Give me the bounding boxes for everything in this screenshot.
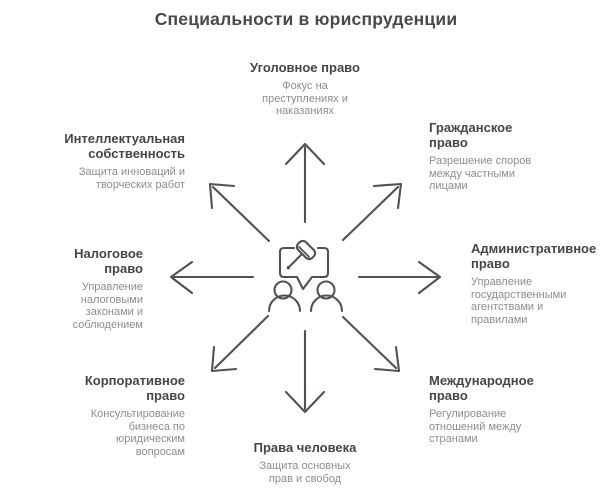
node-label: Гражданское право — [429, 120, 513, 150]
arrow-up-icon — [284, 142, 326, 224]
node-label: Административное право — [471, 241, 597, 271]
node-civil-law: Гражданское право Разрешение споров межд… — [429, 120, 549, 193]
node-human-rights: Права человека Защита основных прав и св… — [237, 440, 373, 485]
node-intellectual-property: Интеллектуальная собственность Защита ин… — [53, 131, 185, 191]
person-right-icon — [309, 280, 344, 313]
node-international-law: Международное право Регулирование отноше… — [429, 373, 549, 446]
arrow-down-left-icon — [210, 314, 270, 373]
node-label: Налоговое право — [74, 246, 143, 276]
node-label: Уголовное право — [250, 60, 360, 75]
gavel-speech-bubble-with-people-icon — [267, 239, 344, 313]
node-description: Защита инноваций и творческих работ — [78, 166, 185, 191]
person-left-icon — [267, 280, 302, 313]
arrow-down-right-icon — [341, 315, 401, 373]
node-description: Управление налоговыми законами и соблюде… — [72, 281, 143, 331]
node-description: Фокус на преступлениях и наказаниях — [262, 80, 348, 117]
arrow-left-icon — [169, 260, 255, 295]
node-corporate-law: Корпоративное право Консультирование биз… — [65, 373, 185, 458]
node-tax-law: Налоговое право Управление налоговыми за… — [33, 246, 143, 331]
arrow-down-icon — [284, 329, 326, 414]
page-title: Специальности в юриспруденции — [154, 9, 458, 29]
node-label: Международное право — [429, 373, 534, 403]
node-description: Регулирование отношений между странами — [429, 408, 522, 445]
node-description: Консультирование бизнеса по юридическим … — [90, 408, 185, 458]
node-label: Интеллектуальная собственность — [64, 131, 185, 161]
arrow-up-left-icon — [208, 182, 271, 243]
node-description: Управление государственными агентствами … — [471, 276, 567, 326]
arrow-right-icon — [357, 260, 442, 295]
node-administrative-law: Административное право Управление госуда… — [471, 241, 603, 326]
arrow-up-right-icon — [341, 182, 403, 242]
node-label: Права человека — [253, 440, 357, 455]
node-criminal-law: Уголовное право Фокус на преступлениях и… — [237, 60, 373, 118]
node-label: Корпоративное право — [84, 373, 185, 403]
node-description: Разрешение споров между частными лицами — [429, 155, 532, 192]
speech-bubble-icon — [278, 246, 330, 291]
gavel-icon — [286, 239, 317, 270]
node-description: Защита основных прав и свобод — [259, 460, 351, 485]
